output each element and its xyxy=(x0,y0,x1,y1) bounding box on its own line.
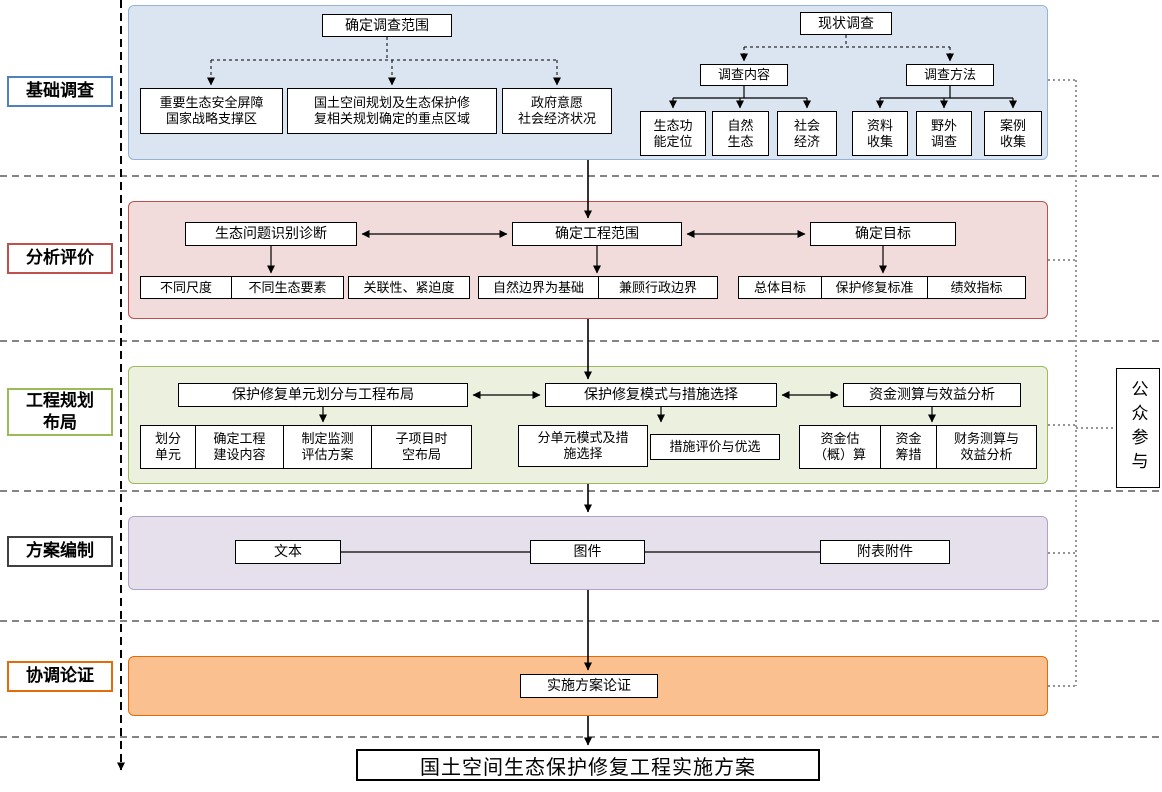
box-status-survey: 现状调查 xyxy=(800,12,892,35)
box-data-collection: 资料 收集 xyxy=(852,111,908,156)
public-participation-connectors xyxy=(1048,79,1114,687)
box-survey-content: 调查内容 xyxy=(700,64,788,86)
box-different-eco-elements: 不同生态要素 xyxy=(231,276,344,299)
survey-solid-connectors xyxy=(669,86,1017,109)
stage-label-analysis: 分析评价 xyxy=(7,243,113,274)
planning-connectors xyxy=(319,391,936,423)
box-key-areas-from-planning: 国土空间规划及生态保护修 复相关规划确定的重点区域 xyxy=(287,88,497,134)
box-construction-content: 确定工程 建设内容 xyxy=(195,425,284,469)
box-performance-index: 绩效指标 xyxy=(927,276,1026,299)
box-text-document: 文本 xyxy=(235,540,341,564)
box-relevance-urgency: 关联性、紧迫度 xyxy=(348,276,470,299)
box-determine-project-scope: 确定工程范围 xyxy=(512,222,682,246)
stage-label-planning: 工程规划 布局 xyxy=(7,388,113,436)
survey-dashed-connectors xyxy=(207,35,954,86)
box-plan-demonstration: 实施方案论证 xyxy=(520,674,658,698)
box-case-collection: 案例 收集 xyxy=(984,111,1042,156)
box-eco-function-positioning: 生态功 能定位 xyxy=(640,111,706,156)
box-restoration-standard: 保护修复标准 xyxy=(821,276,928,299)
box-natural-ecology: 自然 生态 xyxy=(712,111,769,156)
box-drawings: 图件 xyxy=(530,540,645,564)
band-analysis xyxy=(128,201,1048,319)
stage-label-compilation: 方案编制 xyxy=(7,536,113,567)
box-ecological-security-barrier: 重要生态安全屏障 国家战略支撑区 xyxy=(140,88,283,134)
box-subproject-spacetime-layout: 子项目时 空布局 xyxy=(371,425,472,469)
box-fund-estimate: 资金估 （概）算 xyxy=(799,425,881,469)
box-government-will-socioeconomic: 政府意愿 社会经济状况 xyxy=(502,88,612,134)
public-participation-panel: 公众参与 xyxy=(1116,368,1160,488)
final-output-box: 国土空间生态保护修复工程实施方案 xyxy=(356,749,820,781)
box-natural-boundary-basis: 自然边界为基础 xyxy=(478,276,599,299)
box-attachments: 附表附件 xyxy=(820,540,950,564)
box-monitoring-evaluation-plan: 制定监测 评估方案 xyxy=(283,425,372,469)
stage-label-survey: 基础调查 xyxy=(7,76,113,107)
box-mode-measure-selection: 保护修复模式与措施选择 xyxy=(545,383,777,407)
stage-label-coordination: 协调论证 xyxy=(7,661,113,692)
box-unit-division-layout: 保护修复单元划分与工程布局 xyxy=(178,383,468,407)
box-financial-benefit-analysis: 财务测算与 效益分析 xyxy=(936,425,1037,469)
box-determine-goals: 确定目标 xyxy=(810,222,956,246)
box-divide-units: 划分 单元 xyxy=(140,425,196,469)
box-social-economy: 社会 经济 xyxy=(777,111,837,156)
box-field-survey: 野外 调查 xyxy=(916,111,972,156)
box-measure-evaluation: 措施评价与优选 xyxy=(650,434,780,460)
box-survey-method: 调查方法 xyxy=(906,64,994,86)
box-admin-boundary: 兼顾行政边界 xyxy=(598,276,718,299)
stage-separators xyxy=(0,175,1162,738)
box-overall-goal: 总体目标 xyxy=(738,276,822,299)
box-per-unit-mode-selection: 分单元模式及措 施选择 xyxy=(518,425,648,467)
box-determine-survey-scope: 确定调查范围 xyxy=(322,14,452,37)
box-fund-raising: 资金 筹措 xyxy=(880,425,937,469)
box-fund-benefit-analysis: 资金测算与效益分析 xyxy=(843,383,1021,407)
box-problem-identification: 生态问题识别诊断 xyxy=(185,222,357,246)
box-different-scales: 不同尺度 xyxy=(140,276,232,299)
analysis-connectors xyxy=(267,230,887,274)
